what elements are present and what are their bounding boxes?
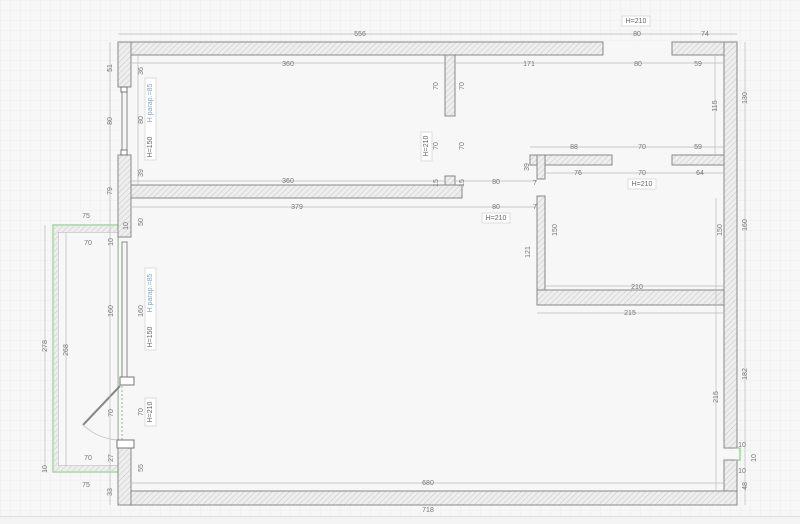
dim-room1-top: 360 — [282, 61, 294, 68]
dim-room2-171: 171 — [523, 61, 535, 68]
dim-balcony-10b: 10 — [108, 238, 115, 246]
dim-room2-80: 80 — [634, 61, 642, 68]
dim-balcony-75-top: 75 — [82, 213, 90, 220]
dim-living-top-215: 215 — [624, 310, 636, 317]
dim-balcony-70-bottom: 70 — [84, 455, 92, 462]
dim-balcony-160: 160 — [108, 305, 115, 317]
tag-room3-door: H=210 — [632, 181, 653, 188]
dim-outer-33: 33 — [107, 488, 114, 496]
dim-room2-70: 70 — [638, 144, 646, 151]
tag-corridor-door: H=210 — [486, 215, 507, 222]
dim-living-right-215: 215 — [713, 391, 720, 403]
tag-balcony-door: H=210 — [147, 401, 154, 422]
dim-room2-70b: 70 — [459, 142, 466, 150]
tag-living-sill: H parap.=85 — [147, 274, 154, 313]
dim-room2-59b: 59 — [694, 144, 702, 151]
dim-outer-182: 182 — [742, 368, 749, 380]
walls — [117, 41, 738, 506]
dim-7a: 7 — [533, 180, 537, 187]
dim-top-80: 80 — [633, 31, 641, 38]
dim-outer-48: 48 — [742, 482, 749, 490]
balcony[interactable] — [52, 224, 119, 473]
dim-room2-115: 115 — [712, 100, 719, 111]
window-room1[interactable] — [120, 86, 128, 156]
dim-balcony-door-70: 70 — [108, 409, 115, 417]
dim-balcony-27: 27 — [108, 454, 115, 462]
bottom-toolbar — [0, 516, 800, 524]
dim-outer-10b: 10 — [751, 454, 758, 462]
dim-outer-10a: 10 — [738, 442, 746, 449]
dim-outer-80: 80 — [107, 117, 114, 125]
dim-corridor-379: 379 — [291, 204, 303, 211]
dim-top-556: 556 — [354, 31, 366, 38]
dim-top-74: 74 — [701, 31, 709, 38]
dimension-labels: 556 H=210 80 74 360 360 36 80 39 H=150 H… — [42, 15, 758, 514]
dim-room2-15: 15 — [459, 179, 466, 187]
dim-living-160: 160 — [138, 305, 145, 317]
dim-outer-79: 79 — [107, 187, 114, 195]
dim-living-door-70: 70 — [138, 408, 145, 416]
entrance-door-marker[interactable] — [735, 447, 741, 461]
dim-balcony-70-top: 70 — [84, 240, 92, 247]
dim-balcony-75-bottom: 75 — [82, 482, 90, 489]
dim-living-55: 55 — [138, 464, 145, 472]
tag-living-window-height: H=150 — [147, 326, 154, 347]
dim-room1-right-15: 15 — [433, 179, 440, 187]
dim-room1-36: 36 — [138, 67, 145, 75]
dim-balcony-10a: 10 — [42, 465, 49, 473]
dim-room2-59: 59 — [694, 61, 702, 68]
dim-room1-right-70a: 70 — [433, 82, 440, 90]
dimension-lines — [44, 33, 746, 505]
dim-room2-88: 88 — [570, 144, 578, 151]
dim-room3-64: 64 — [696, 170, 704, 177]
dim-outer-160: 160 — [742, 219, 749, 231]
dim-balcony-278: 278 — [42, 340, 49, 352]
dim-outer-10c: 10 — [738, 468, 746, 475]
dim-room3-76: 76 — [574, 170, 582, 177]
dim-room1-39: 39 — [138, 169, 145, 177]
window-living[interactable] — [119, 241, 135, 386]
dim-room3-bottom: 210 — [631, 284, 643, 291]
dim-living-50: 50 — [138, 218, 145, 226]
interior-fill — [118, 42, 737, 505]
dim-corridor-80a: 80 — [492, 179, 500, 186]
dim-room1-right-70b: 70 — [433, 142, 440, 150]
dim-room1-bottom: 360 — [282, 178, 294, 185]
balcony-door[interactable] — [82, 385, 135, 449]
dim-39: 39 — [524, 163, 531, 171]
tag-room1-door: H=210 — [423, 135, 430, 156]
dim-balcony-268: 268 — [63, 344, 70, 356]
dim-7b: 7 — [533, 204, 537, 211]
tag-entrance-door-height: H=210 — [626, 18, 647, 25]
dim-121: 121 — [525, 246, 532, 258]
dim-outer-130: 130 — [742, 92, 749, 104]
dim-corridor-80b: 80 — [492, 204, 500, 211]
dim-living-680: 680 — [422, 480, 434, 487]
tag-room1-sill: H parap.=85 — [147, 84, 154, 123]
dim-room3-70: 70 — [638, 170, 646, 177]
dim-outer-718: 718 — [422, 507, 434, 514]
dim-outer-51: 51 — [107, 64, 114, 72]
dim-room1-80: 80 — [138, 116, 145, 124]
tag-room1-window-height: H=150 — [147, 136, 154, 157]
dim-living-10: 10 — [123, 222, 130, 230]
dim-room3-right: 150 — [717, 224, 724, 236]
dim-room3-left: 150 — [552, 224, 559, 236]
dim-room2-70a: 70 — [459, 82, 466, 90]
